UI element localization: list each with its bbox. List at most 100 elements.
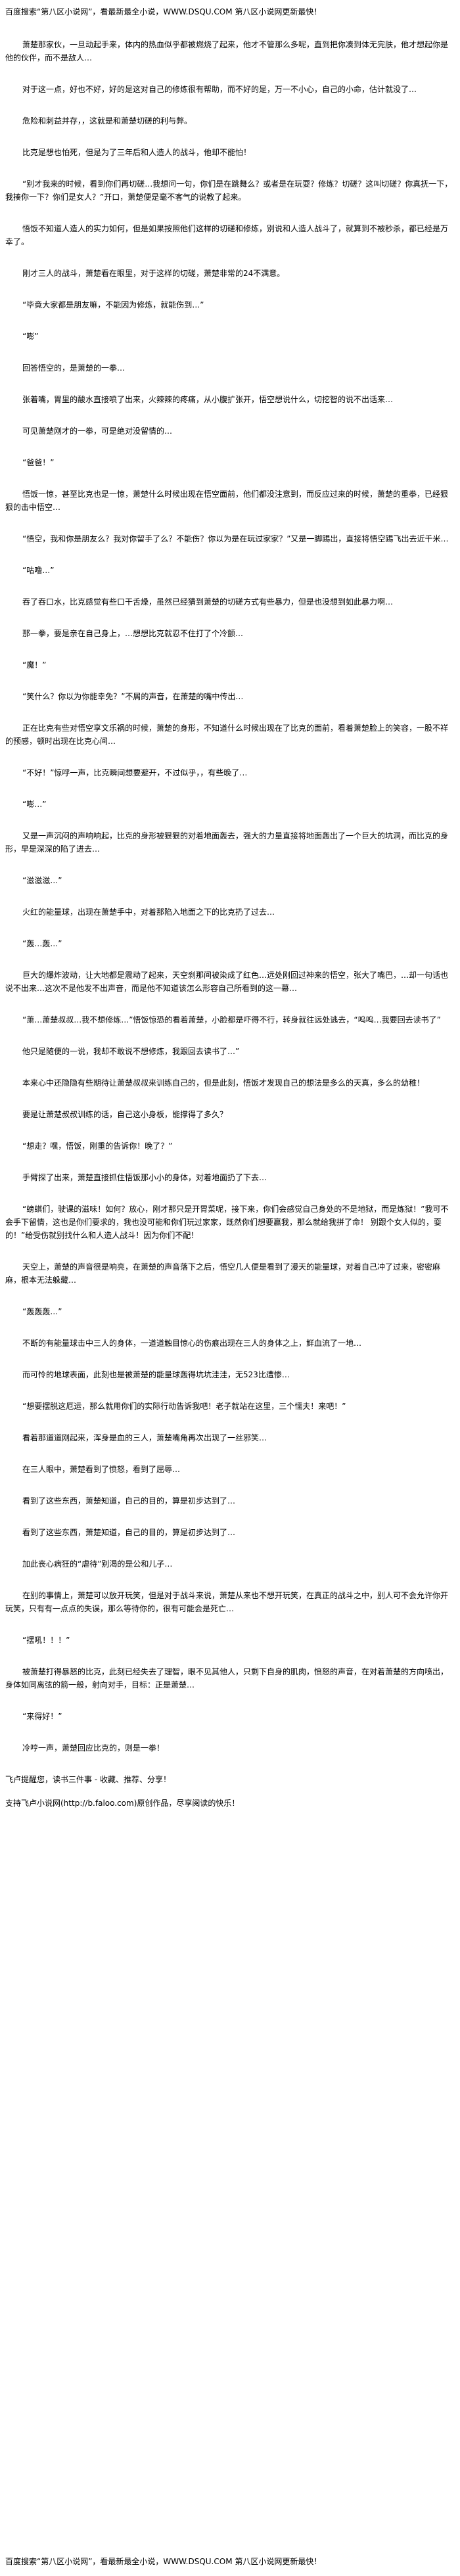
paragraph-text: 危险和刺益并存，，这就是和萧楚切磋的利与弊。 [22,116,193,126]
paragraph-text: 刚才三人的战斗，萧楚看在眼里，对于这样的切磋，萧楚非常的24不满意。 [22,269,285,278]
paragraph-text: “想走？嘿，悟饭，刚重的告诉你！晚了？” [22,1141,173,1151]
paragraph-text: “来得好！” [22,1712,62,1721]
chapter-paragraph: “悟空，我和你是朋友么？我对你留手了么？不能伤？你以为是在玩过家家？”又是一脚踢… [5,532,455,545]
paragraph-text: 悟饭不知道人造人的实力如何，但是如果按照他们这样的切磋和修炼，别说和人造人战斗了… [5,224,449,246]
paragraph-text: 萧楚那家伙，一旦动起手来，体内的热血似乎都被燃烧了起来，他才不管那么多呢，直到把… [5,40,449,62]
chapter-paragraph: 对于这一点，好也不好，好的是这对自己的修炼很有帮助，而不好的是，万一不小心，自己… [5,83,455,96]
paragraph-text: “摆吼！！！” [22,1636,70,1645]
chapter-paragraph: “螃蜞们，驶课的滋味！如何？放心，刚才那只是开胃菜呢，接下来，你们会感觉自己身处… [5,1203,455,1242]
chapter-paragraph: 天空上，萧楚的声音很是响亮，在萧楚的声音落下之后，悟空几人便是看到了漫天的能量球… [5,1260,455,1287]
chapter-content: 萧楚那家伙，一旦动起手来，体内的热血似乎都被燃烧了起来，他才不管那么多呢，直到把… [5,38,455,1820]
chapter-paragraph: 比克是想也怕死，但是为了三年后和人造人的战斗，他却不能怕！ [5,146,455,159]
top-banner: 百度搜索“第八区小说网”，看最新最全小说，WWW.DSQU.COM 第八区小说网… [5,7,322,16]
chapter-paragraph: “想走？嘿，悟饭，刚重的告诉你！晚了？” [5,1139,455,1153]
paragraph-text: “不好！”惊呼一声，比克瞬间想要避开，不过似乎，，有些晚了… [22,768,248,777]
chapter-paragraph: “嘭…” [5,798,455,811]
chapter-paragraph: 看到了这些东西，萧楚知道，自己的目的，算是初步达到了… [5,1526,455,1539]
paragraph-text: 正在比克有些对悟空享文乐祸的时候，萧楚的身形，不知道什么时候出现在了比克的面前，… [5,724,449,746]
paragraph-text: 手臂探了出来，萧楚直接抓住悟饭那小小的身体，对着地面扔了下去… [22,1173,267,1182]
chapter-paragraph: 在三人眼中，萧楚看到了愤怒，看到了屈辱… [5,1463,455,1476]
chapter-paragraph: “来得好！” [5,1710,455,1723]
paragraph-text: 对于这一点，好也不好，好的是这对自己的修炼很有帮助，而不好的是，万一不小心，自己… [22,85,417,94]
paragraph-text: 在三人眼中，萧楚看到了愤怒，看到了屈辱… [22,1465,181,1474]
paragraph-text: “轰轰轰…” [22,1307,62,1316]
chapter-paragraph: 又是一声沉闷的声响响起，比克的身形被狠狠的对着地面轰去，强大的力量直接将地面轰出… [5,829,455,856]
paragraph-text: 他只是随便的一说，我却不敢说不想修炼，我跟回去读书了…” [22,1047,240,1056]
chapter-paragraph: “咕噜…” [5,564,455,577]
chapter-paragraph: 被萧楚打得暴怒的比克，此刻已经失去了理智，眼不见其他人，只剩下自身的肌肉，愤怒的… [5,1665,455,1691]
chapter-paragraph: 本来心中还隐隐有些期待让萧楚叔叔来训练自己的，但是此刻，悟饭才发现自己的想法是多… [5,1076,455,1090]
chapter-paragraph: 不断的有能量球击中三人的身体，一道道触目惊心的伤痕出现在三人的身体之上，鲜血流了… [5,1337,455,1350]
chapter-paragraph: 正在比克有些对悟空享文乐祸的时候，萧楚的身形，不知道什么时候出现在了比克的面前，… [5,722,455,748]
paragraph-text: 比克是想也怕死，但是为了三年后和人造人的战斗，他却不能怕！ [22,148,252,157]
paragraph-text: “嘭” [22,332,39,341]
paragraph-text: 要是让萧楚叔叔训练的话，自己这小身板，能撑得了多久？ [22,1110,228,1119]
chapter-paragraph: “嘭” [5,330,455,343]
chapter-paragraph: “笑什么？你以为你能幸免？”不屑的声音，在萧楚的嘴中传出… [5,690,455,703]
chapter-paragraph: 萧楚那家伙，一旦动起手来，体内的热血似乎都被燃烧了起来，他才不管那么多呢，直到把… [5,38,455,64]
paragraph-text: 那一拳，要是亲在自己身上，…想想比克就忍不住打了个冷颤… [22,629,244,638]
paragraph-text: 看到了这些东西，萧楚知道，自己的目的，算是初步达到了… [22,1496,236,1506]
chapter-paragraph: “毕竟大家都是朋友嘛，不能因为修炼，就能伤到…” [5,298,455,311]
chapter-paragraph: “爸爸！” [5,456,455,469]
chapter-paragraph: 回答悟空的，是萧楚的一拳… [5,361,455,375]
chapter-paragraph: 加此丧心病狂的“虐待”别渴的是公和儿子… [5,1557,455,1571]
paragraph-text: 回答悟空的，是萧楚的一拳… [22,363,126,373]
chapter-paragraph: 他只是随便的一说，我却不敢说不想修炼，我跟回去读书了…” [5,1045,455,1058]
paragraph-text: 悟饭一惊，甚至比克也是一惊，萧楚什么时候出现在悟空面前，他们都没注意到，而反应过… [5,490,449,512]
paragraph-text: “轰…轰…” [22,939,62,948]
chapter-paragraph: “别才我来的时候，看到你们再切磋…我想问一句，你们是在跳舞么？或者是在玩耍？修炼… [5,177,455,204]
paragraph-text: 天空上，萧楚的声音很是响亮，在萧楚的声音落下之后，悟空几人便是看到了漫天的能量球… [5,1262,441,1285]
chapter-paragraph: 刚才三人的战斗，萧楚看在眼里，对于这样的切磋，萧楚非常的24不满意。 [5,267,455,280]
paragraph-text: 被萧楚打得暴怒的比克，此刻已经失去了理智，眼不见其他人，只剩下自身的肌肉，愤怒的… [5,1667,449,1690]
paragraph-text: “别才我来的时候，看到你们再切磋…我想问一句，你们是在跳舞么？或者是在玩耍？修炼… [5,179,453,202]
chapter-paragraph: 要是让萧楚叔叔训练的话，自己这小身板，能撑得了多久？ [5,1108,455,1121]
chapter-footer-line: 支持飞卢小说网(http://b.faloo.com)原创作品，尽享阅读的快乐！ [5,1799,240,1808]
paragraph-text: “咕噜…” [22,566,55,575]
chapter-paragraph: “想要摆脱这厄运，那么就用你们的实际行动告诉我吧！老子就站在这里，三个懦夫！来吧… [5,1400,455,1413]
chapter-paragraph: 看到了这些东西，萧楚知道，自己的目的，算是初步达到了… [5,1494,455,1507]
paragraph-text: 看到了这些东西，萧楚知道，自己的目的，算是初步达到了… [22,1528,236,1537]
paragraph-text: “爸爸！” [22,458,55,467]
paragraph-text: 不断的有能量球击中三人的身体，一道道触目惊心的伤痕出现在三人的身体之上，鲜血流了… [22,1339,362,1348]
paragraph-text: 在别的事情上，萧楚可以放开玩笑，但是对于战斗来说，萧楚从来也不想开玩笑，在真正的… [5,1591,449,1613]
chapter-paragraph: “滋滋滋…” [5,874,455,887]
paragraph-text: “萧…萧楚叔叔…我不想修炼…”悟饭惊恐的看着萧楚，小脸都是吓得不行，转身就往远处… [22,1015,441,1024]
paragraph-text: 又是一声沉闷的声响响起，比克的身形被狠狠的对着地面轰去，强大的力量直接将地面轰出… [5,831,449,854]
paragraph-text: “悟空，我和你是朋友么？我对你留手了么？不能伤？你以为是在玩过家家？”又是一脚踢… [22,534,449,543]
chapter-paragraph: “不好！”惊呼一声，比克瞬间想要避开，不过似乎，，有些晚了… [5,766,455,779]
chapter-paragraph: 冷哼一声，萧楚回应比克的，则是一拳！ [5,1741,455,1755]
paragraph-text: “魔！” [22,660,47,670]
chapter-paragraph: 而可怜的地球表面，此刻也是被萧楚的能量球轰得坑坑洼洼，无523比遭惨… [5,1368,455,1381]
chapter-paragraph: 手臂探了出来，萧楚直接抓住悟饭那小小的身体，对着地面扔了下去… [5,1171,455,1184]
chapter-paragraph: “萧…萧楚叔叔…我不想修炼…”悟饭惊恐的看着萧楚，小脸都是吓得不行，转身就往远处… [5,1013,455,1026]
chapter-paragraph: “魔！” [5,658,455,672]
paragraph-text: “滋滋滋…” [22,876,62,885]
paragraph-text: 冷哼一声，萧楚回应比克的，则是一拳！ [22,1743,165,1753]
bottom-banner: 百度搜索“第八区小说网”，看最新最全小说，WWW.DSQU.COM 第八区小说网… [5,2557,322,2566]
paragraph-text: 可见萧楚刚才的一拳，可是绝对没留情的… [22,426,173,436]
chapter-paragraph: 看着那道道刚起来，浑身是血的三人，萧楚嘴角再次出现了一丝邪笑… [5,1431,455,1444]
chapter-paragraph: 那一拳，要是亲在自己身上，…想想比克就忍不住打了个冷颤… [5,627,455,640]
chapter-paragraph: 可见萧楚刚才的一拳，可是绝对没留情的… [5,425,455,438]
paragraph-text: “嘭…” [22,800,47,809]
paragraph-text: 而可怜的地球表面，此刻也是被萧楚的能量球轰得坑坑洼洼，无523比遭惨… [22,1370,290,1379]
chapter-paragraph: “摆吼！！！” [5,1634,455,1647]
chapter-paragraph: “轰轰轰…” [5,1305,455,1318]
paragraph-text: 本来心中还隐隐有些期待让萧楚叔叔来训练自己的，但是此刻，悟饭才发现自己的想法是多… [22,1078,425,1088]
paragraph-text: “毕竟大家都是朋友嘛，不能因为修炼，就能伤到…” [22,300,204,310]
paragraph-text: 加此丧心病狂的“虐待”别渴的是公和儿子… [22,1559,173,1569]
paragraph-text: “想要摆脱这厄运，那么就用你们的实际行动告诉我吧！老子就站在这里，三个懦夫！来吧… [22,1402,346,1411]
chapter-paragraph: 在别的事情上，萧楚可以放开玩笑，但是对于战斗来说，萧楚从来也不想开玩笑，在真正的… [5,1589,455,1615]
chapter-paragraph: 火红的能量球，出现在萧楚手中，对着那陷入地面之下的比克扔了过去… [5,906,455,919]
chapter-paragraph: 张着嘴，胃里的酸水直接喷了出来，火辣辣的疼痛，从小腹扩张开，悟空想说什么，切挖智… [5,393,455,406]
paragraph-text: 张着嘴，胃里的酸水直接喷了出来，火辣辣的疼痛，从小腹扩张开，悟空想说什么，切挖智… [22,395,394,404]
paragraph-text: 吞了吞口水，比克感觉有些口干舌燥，虽然已经猜到萧楚的切磋方式有些暴力，但是也没想… [22,597,394,607]
chapter-paragraph: 危险和刺益并存，，这就是和萧楚切磋的利与弊。 [5,114,455,127]
paragraph-text: 巨大的爆炸波动，让大地都是震动了起来，天空刹那间被染成了红色…远处刚回过神来的悟… [5,971,449,993]
chapter-paragraph: “轰…轰…” [5,937,455,950]
chapter-paragraph: 吞了吞口水，比克感觉有些口干舌燥，虽然已经猜到萧楚的切磋方式有些暴力，但是也没想… [5,595,455,609]
paragraph-text: “笑什么？你以为你能幸免？”不屑的声音，在萧楚的嘴中传出… [22,692,244,701]
paragraph-text: 火红的能量球，出现在萧楚手中，对着那陷入地面之下的比克扔了过去… [22,908,275,917]
